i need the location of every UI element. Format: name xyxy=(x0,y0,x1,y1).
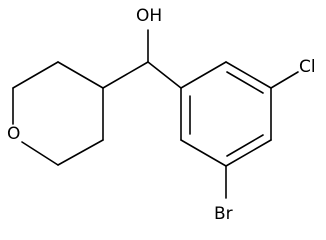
bond-ar-c4-c5 xyxy=(225,139,272,167)
bond-aryl-to-cl xyxy=(270,71,299,89)
chlorine-label: Cl xyxy=(299,57,316,77)
bond-o-c6 xyxy=(21,141,59,166)
bond-carbinol-to-aryl xyxy=(147,61,182,89)
bromine-label: Br xyxy=(214,204,233,224)
bond-c4-c3 xyxy=(57,61,104,89)
ring-oxygen-label: O xyxy=(7,124,20,144)
bond-ar-c1-c2 xyxy=(180,61,227,89)
bond-ring-to-carbinol xyxy=(102,61,149,89)
bond-c6-c5 xyxy=(57,139,104,166)
benzene-ring xyxy=(180,61,272,167)
bond-c3-c2 xyxy=(12,61,59,89)
carbinol-center xyxy=(102,29,182,89)
tetrahydropyran-ring xyxy=(12,61,104,166)
bond-ar-c2-c3 xyxy=(225,61,272,89)
hydroxyl-label: OH xyxy=(136,6,162,26)
bond-ar-c5-c6 xyxy=(180,139,227,167)
substituent-bonds xyxy=(225,71,299,199)
aromatic-inner-bond-top xyxy=(226,71,264,94)
aromatic-inner-bond-bottom xyxy=(226,134,264,157)
chemical-structure: OH O Cl Br xyxy=(7,6,316,224)
